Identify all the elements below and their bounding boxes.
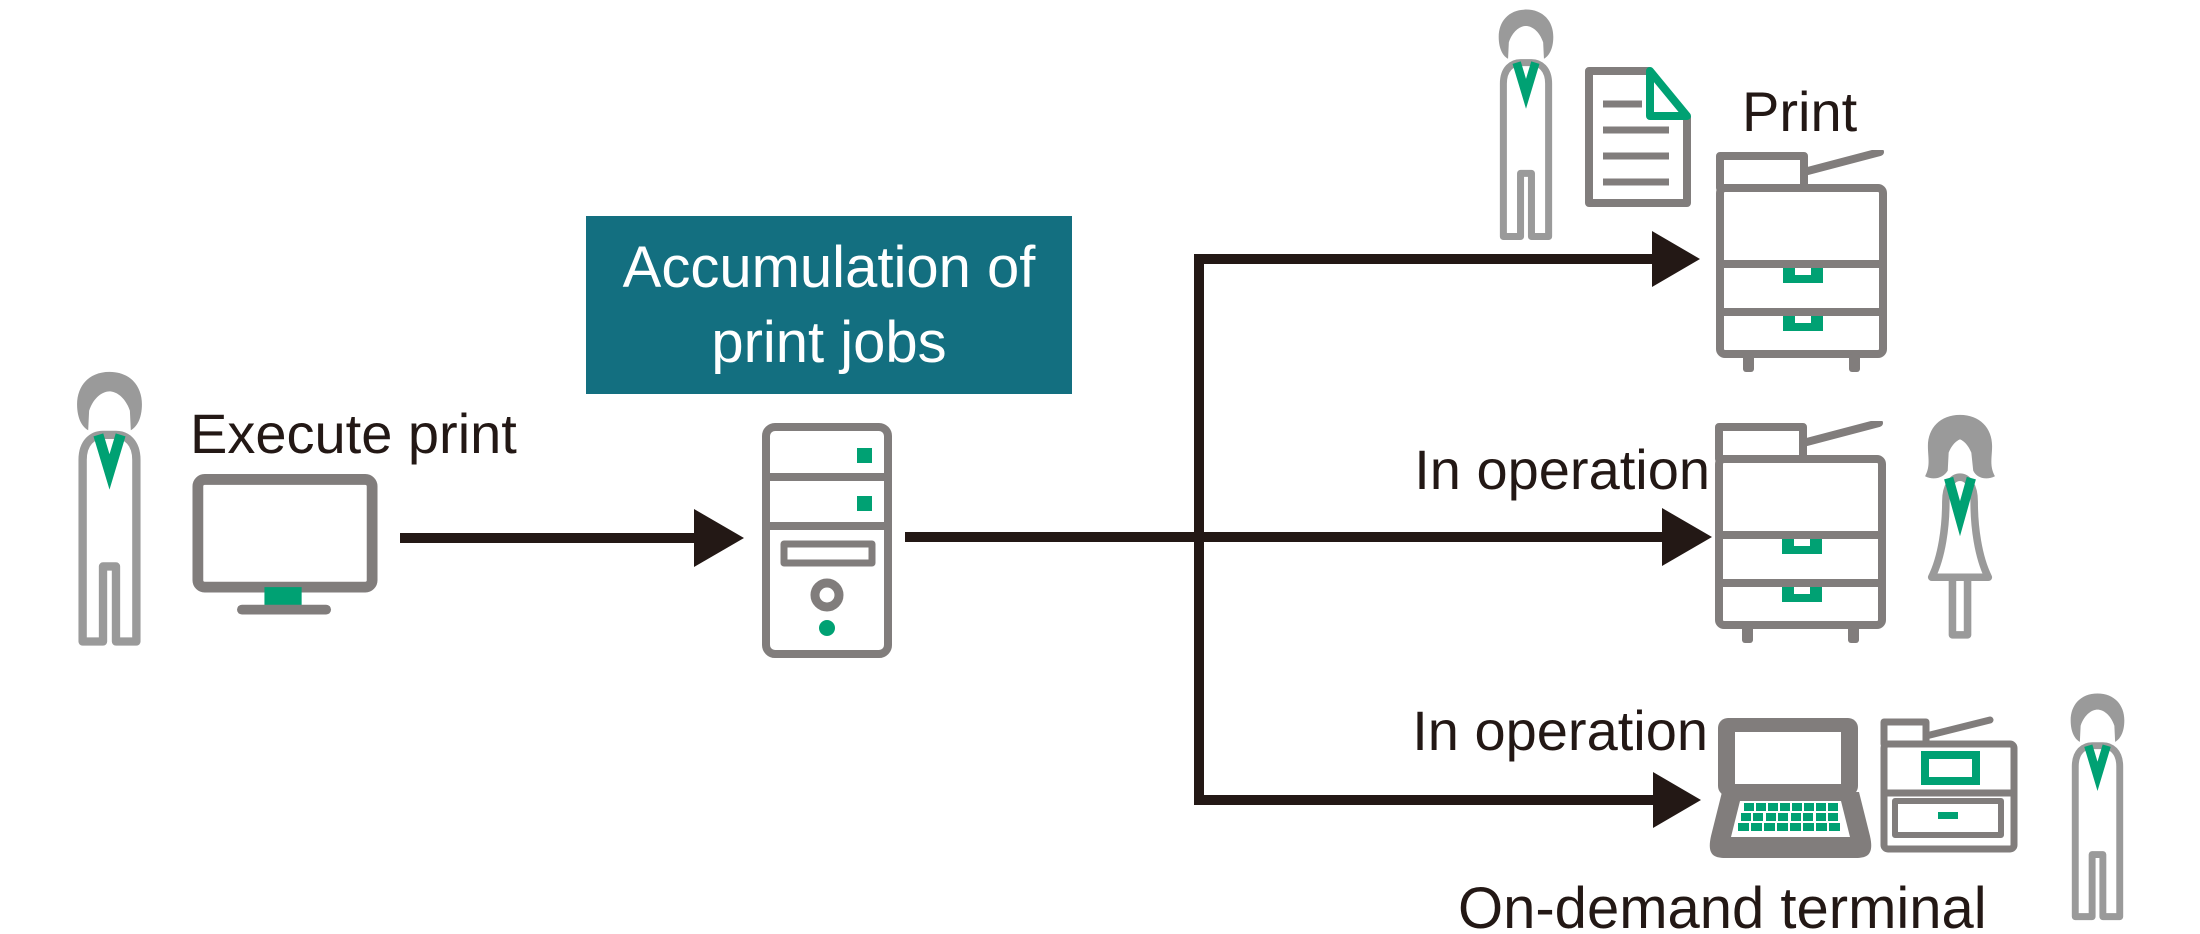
server-tower-icon [762, 423, 892, 658]
in-operation-middle-label: In operation [1414, 438, 1710, 501]
monitor-icon [192, 473, 378, 619]
businessman-icon [2058, 692, 2137, 922]
businessman-icon [1487, 8, 1565, 242]
print-label: Print [1742, 80, 1858, 143]
printer-icon [1716, 150, 1887, 373]
businessman-icon [62, 370, 157, 648]
arrowhead-bottom-branch [1653, 772, 1701, 828]
printer-icon [1715, 421, 1886, 644]
arrowhead-top-branch [1652, 231, 1700, 287]
on-demand-terminal-icon [1708, 718, 1873, 864]
on-demand-terminal-label: On-demand terminal [1458, 876, 1987, 934]
document-icon [1583, 66, 1693, 208]
arrowhead-middle-branch [1662, 508, 1712, 566]
in-operation-bottom-label: In operation [1412, 699, 1708, 762]
execute-print-label: Execute print [190, 402, 517, 465]
accumulation-callout: Accumulation of print jobs [586, 216, 1072, 394]
compact-printer-icon [1880, 716, 2020, 856]
arrowhead-source-to-server [694, 509, 744, 567]
businesswoman-icon [1912, 413, 2008, 649]
accumulation-label: Accumulation of print jobs [622, 234, 1036, 375]
